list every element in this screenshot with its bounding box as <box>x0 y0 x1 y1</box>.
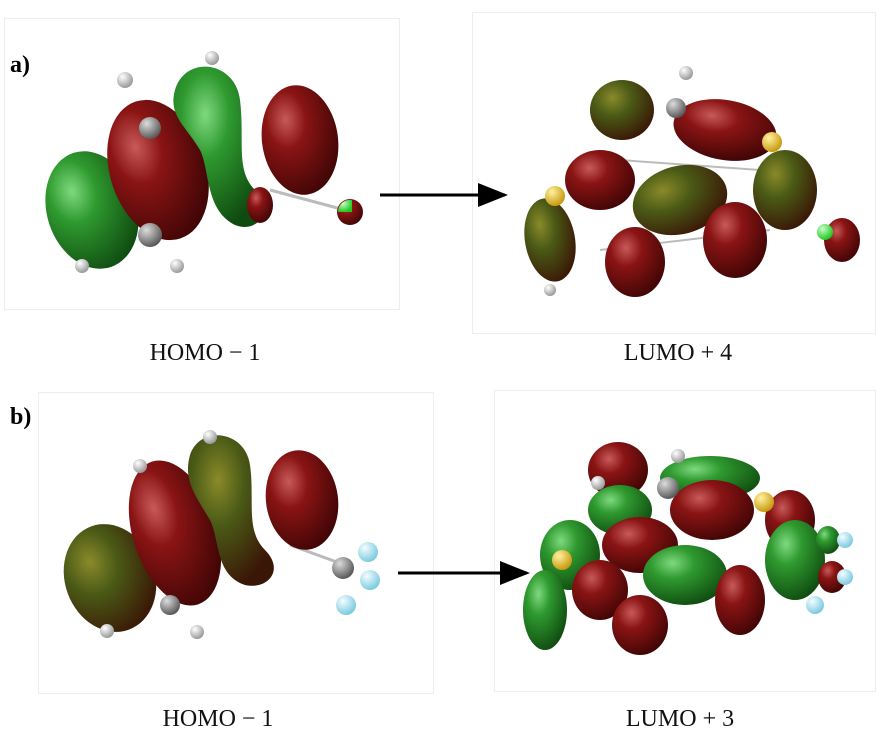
caption-b-left: HOMO − 1 <box>162 706 274 732</box>
caption-a-right: LUMO + 4 <box>623 340 733 366</box>
panel-label-b: b) <box>10 404 32 430</box>
homo-1-orbital-a <box>45 51 363 273</box>
lumo-3-orbital <box>523 442 853 655</box>
lumo-4-orbital <box>524 66 860 297</box>
homo-1-orbital-b <box>63 430 380 639</box>
caption-b-right: LUMO + 3 <box>625 706 735 732</box>
caption-a-left: HOMO − 1 <box>149 340 261 366</box>
panel-label-a: a) <box>10 52 30 78</box>
